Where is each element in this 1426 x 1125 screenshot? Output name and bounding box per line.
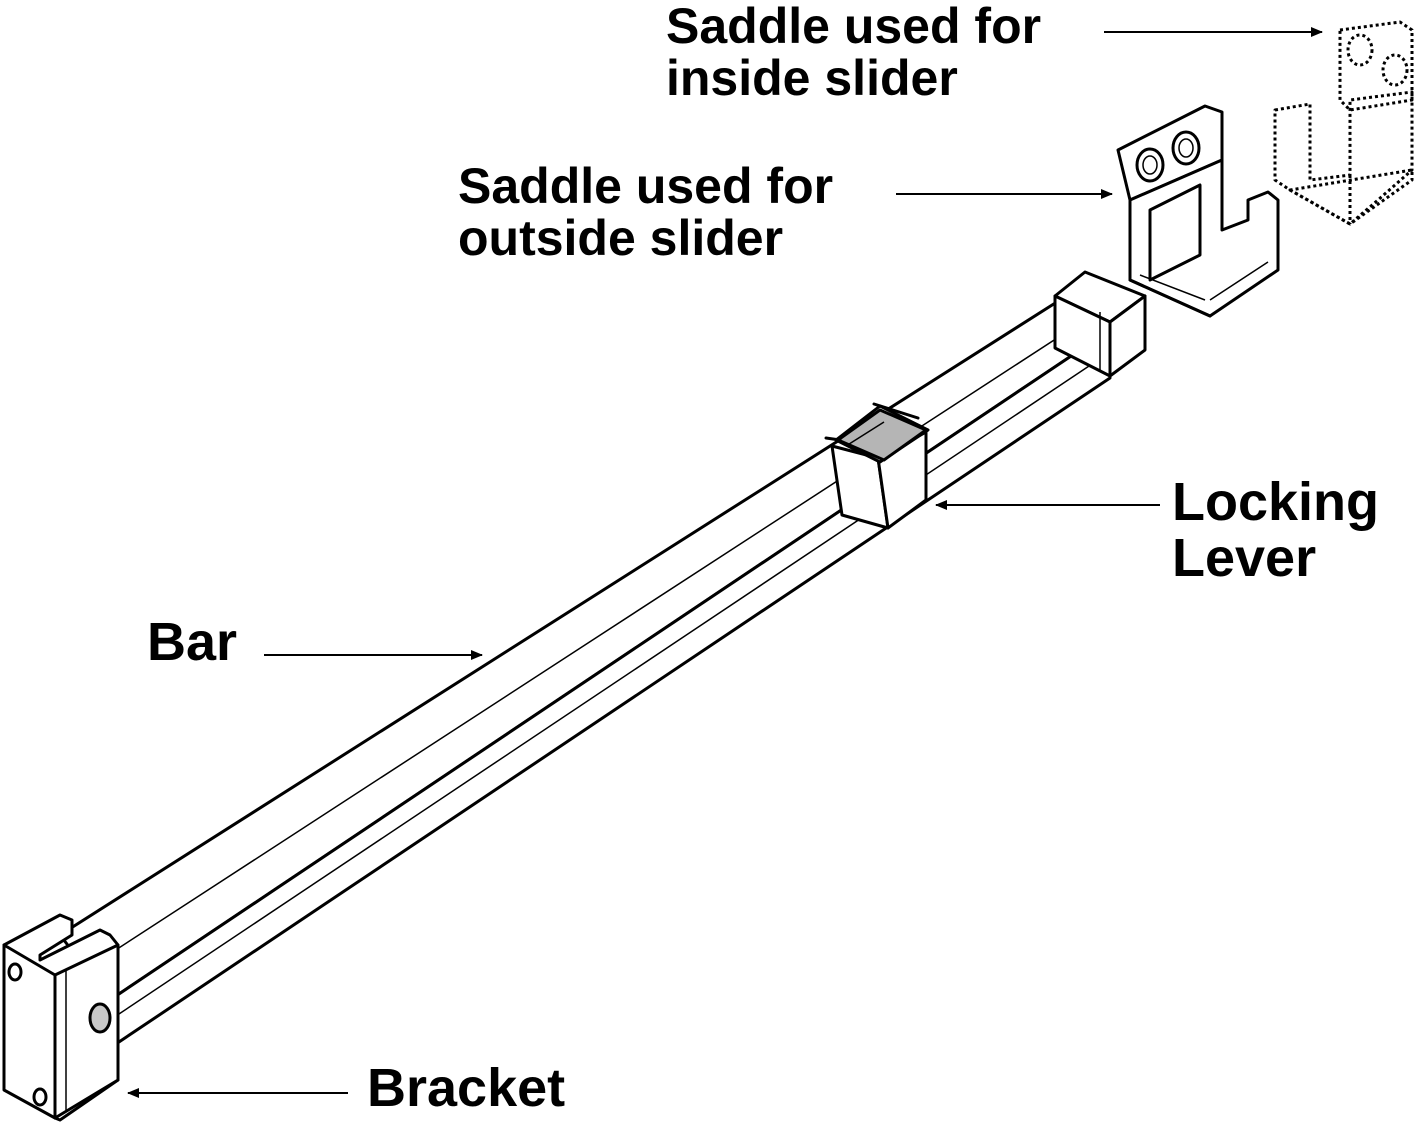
bracket [2,913,120,1122]
saddle-outside [1116,104,1280,318]
saddle-outside-label: Saddle used for outside slider [458,160,833,264]
locking-lever-label: Locking Lever [1172,474,1379,586]
locking-lever-label-line2: Lever [1172,528,1317,588]
bar-end-cap [1053,270,1147,378]
saddle-outside-label-line2: outside slider [458,210,784,266]
saddle-inside-label-line1: Saddle used for [666,0,1042,54]
locking-lever-label-line1: Locking [1172,472,1380,532]
saddle-inside-label-line2: inside slider [666,50,958,106]
bar-label: Bar [147,612,238,672]
saddle-outside-label-line1: Saddle used for [458,158,834,214]
locking-lever [824,402,930,530]
bracket-label: Bracket [367,1058,566,1118]
bar [58,298,1112,1050]
leader-arrows [127,27,1323,1098]
saddle-inside-label: Saddle used for inside slider [666,0,1041,104]
saddle-inside [1273,20,1414,226]
